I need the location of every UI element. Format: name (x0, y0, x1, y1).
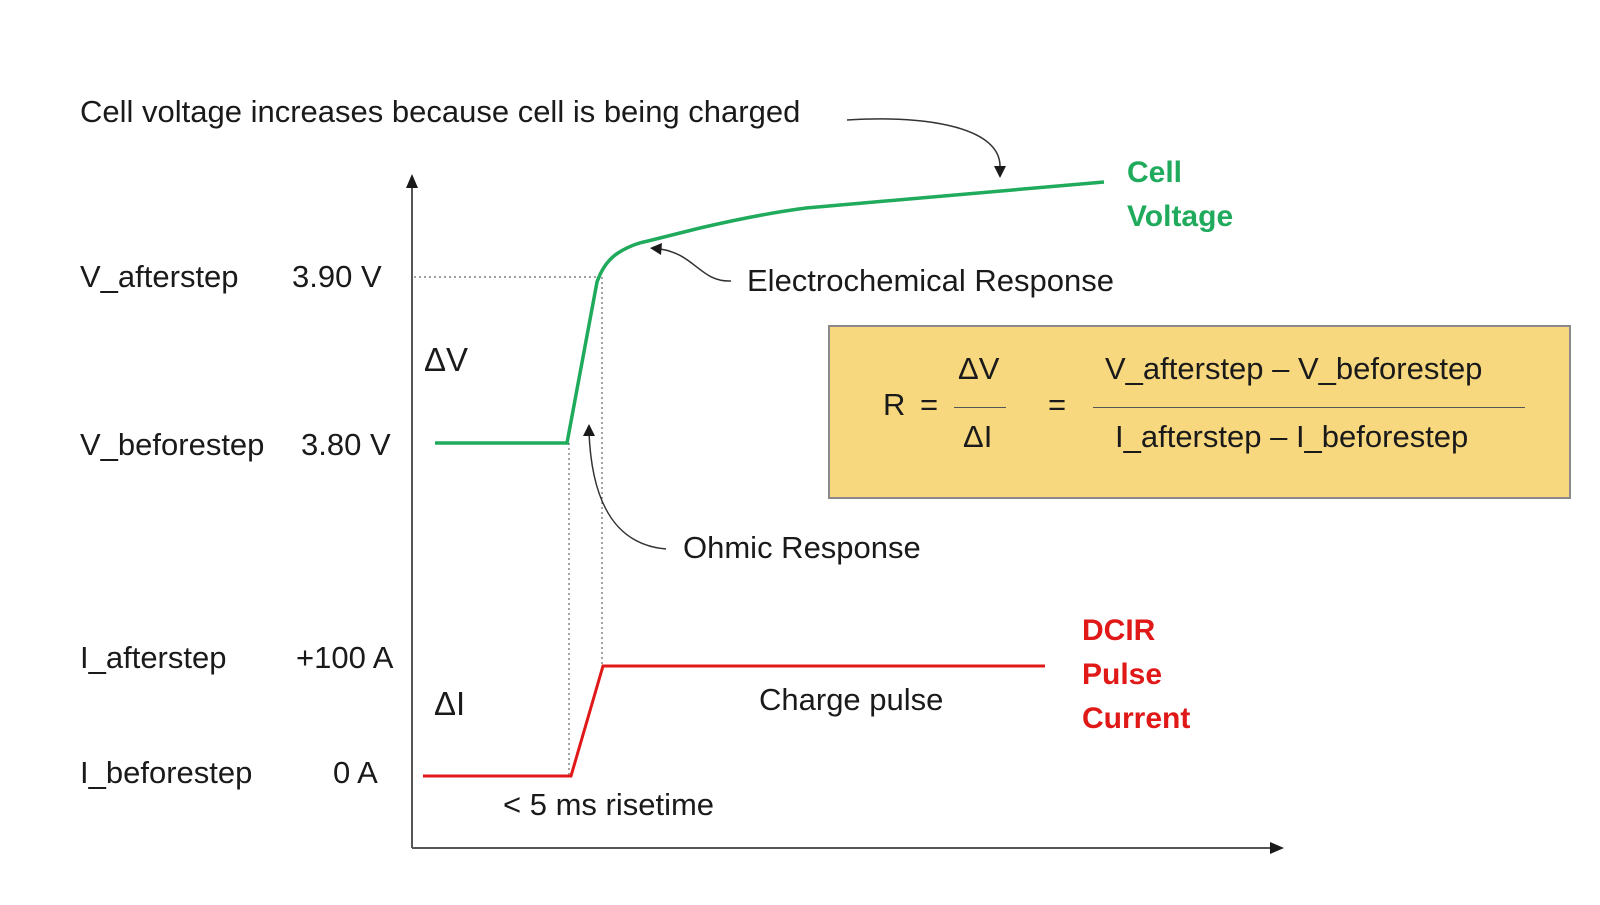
header-note-arrowhead-icon (994, 166, 1006, 178)
delta-v-label: ΔV (424, 341, 468, 378)
x-axis-arrow-icon (1270, 842, 1284, 854)
i-after-name: I_afterstep (80, 640, 226, 675)
formula-equals-2: = (1048, 387, 1067, 422)
v-before-value: 3.80 V (301, 427, 391, 462)
cell-voltage-label-line1: Cell (1127, 156, 1182, 189)
v-before-name: V_beforestep (80, 427, 264, 462)
formula-r: R (883, 387, 906, 422)
formula-fraction-bar-1 (954, 407, 1006, 408)
ohmic-arrow (588, 431, 667, 550)
v-after-name: V_afterstep (80, 259, 239, 294)
header-note: Cell voltage increases because cell is b… (80, 94, 800, 129)
cell-voltage-curve (435, 180, 1105, 445)
v-after-value: 3.90 V (292, 259, 382, 294)
charge-pulse-label: Charge pulse (759, 682, 943, 717)
ohmic-response-label: Ohmic Response (683, 530, 921, 565)
formula-denominator: ΔI (963, 419, 993, 454)
formula-box: R = ΔV ΔI = V_afterstep – V_beforestep I… (828, 325, 1571, 499)
i-before-value: 0 A (333, 755, 378, 790)
dcir-label-line1: DCIR (1082, 614, 1156, 647)
electrochemical-arrow (659, 248, 732, 282)
formula-num-expr: V_afterstep – V_beforestep (1105, 351, 1483, 386)
formula-numerator: ΔV (958, 351, 1000, 386)
formula-equals-1: = (920, 387, 939, 422)
formula-den-expr: I_afterstep – I_beforestep (1115, 419, 1469, 454)
dcir-label-line3: Current (1082, 702, 1190, 735)
electrochemical-response-label: Electrochemical Response (747, 263, 1114, 298)
delta-i-label: ΔI (434, 685, 465, 722)
header-note-arrow (846, 118, 1001, 169)
risetime-label: < 5 ms risetime (503, 787, 714, 822)
dcir-label-line2: Pulse (1082, 658, 1162, 691)
cell-voltage-label-line2: Voltage (1127, 200, 1233, 233)
i-after-value: +100 A (296, 640, 394, 675)
electrochemical-arrowhead-icon (650, 243, 662, 255)
i-before-name: I_beforestep (80, 755, 252, 790)
ohmic-arrowhead-icon (583, 424, 595, 436)
formula-fraction-bar-2 (1093, 407, 1525, 408)
y-axis-arrow-icon (406, 174, 418, 188)
pulse-current-curve (423, 664, 1045, 778)
